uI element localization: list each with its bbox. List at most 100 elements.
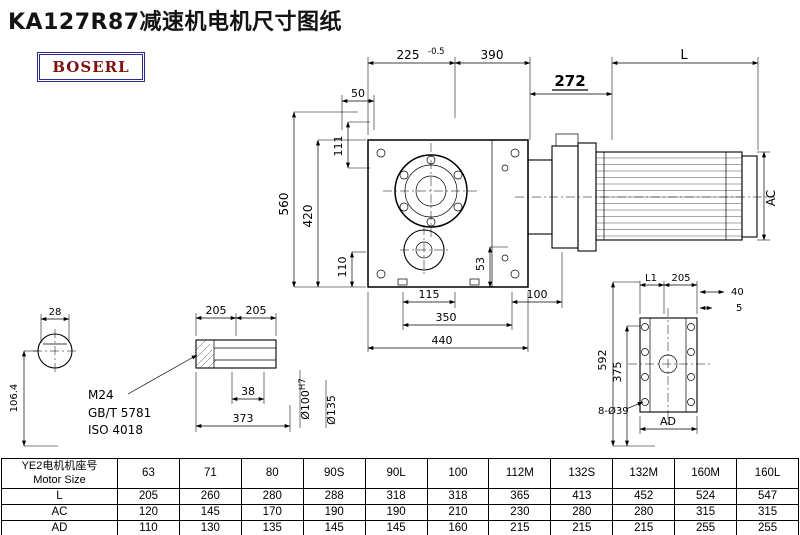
dim-8-holes-label: 8-Ø39 — [598, 405, 629, 417]
cell-AC-8: 280 — [612, 504, 676, 521]
dim-225-label: 225 — [397, 48, 420, 62]
size-col-100: 100 — [426, 458, 490, 489]
cell-L-4: 318 — [364, 488, 428, 505]
dim-AC-label: AC — [764, 190, 778, 206]
dim-373-label: 373 — [233, 412, 254, 425]
cell-L-9: 524 — [674, 488, 738, 505]
dim-40-label: 40 — [731, 287, 744, 298]
size-col-71: 71 — [178, 458, 242, 489]
dim-L-label: L — [680, 48, 688, 63]
dim-106.4-label: 106.4 — [9, 384, 20, 413]
boserl-logo: BOSERL — [37, 52, 145, 82]
dim-outer-dia-label: Ø135 — [325, 395, 338, 425]
cell-AD-9: 255 — [674, 520, 738, 535]
dim-375-label: 375 — [611, 362, 624, 383]
dim-100-label: 100 — [527, 288, 548, 301]
flange-plate — [639, 317, 698, 413]
cell-L-8: 452 — [612, 488, 676, 505]
page-title: KA127R87减速机电机尺寸图纸 — [8, 10, 343, 35]
cell-AD-10: 255 — [736, 520, 799, 535]
cell-L-0: 205 — [117, 488, 180, 505]
motor-body — [595, 151, 743, 241]
dim-L1-label: L1 — [645, 273, 657, 284]
technical-drawing: 225 -0.5 390 L 272 50 111 560 420 — [9, 47, 778, 447]
size-col-160l: 160L — [736, 458, 799, 489]
bore-fit-value: H7 — [298, 378, 308, 390]
table-row-AD: AD 110 130 135 145 145 160 215 215 215 2… — [1, 520, 799, 535]
dim-592-label: 592 — [596, 350, 609, 371]
dim-28-label: 28 — [49, 307, 62, 318]
row-label-AD: AD — [1, 520, 118, 535]
dim-560-label: 560 — [277, 193, 291, 216]
dim-350-label: 350 — [436, 311, 457, 324]
size-col-132m: 132M — [612, 458, 676, 489]
dim-205c-label: 205 — [671, 273, 690, 284]
fan-cowl — [741, 155, 758, 238]
dim-225-tolerance-label: -0.5 — [428, 47, 445, 57]
left-dimensions: 560 420 110 — [277, 111, 366, 288]
gearbox-front-view — [367, 139, 529, 288]
table-header-row: YE2电机机座号 Motor Size 63 71 80 90S 90L 100… — [1, 458, 799, 489]
cell-L-10: 547 — [736, 488, 799, 505]
table-row-L: L 205 260 280 288 318 318 365 413 452 52… — [1, 488, 799, 505]
cell-AC-7: 280 — [550, 504, 614, 521]
cell-AC-4: 190 — [364, 504, 428, 521]
size-col-132s: 132S — [550, 458, 614, 489]
dim-390-label: 390 — [481, 48, 504, 62]
dim-205a-label: 205 — [206, 304, 227, 317]
cell-AD-6: 215 — [488, 520, 552, 535]
cell-L-1: 260 — [178, 488, 242, 505]
cell-AD-8: 215 — [612, 520, 676, 535]
size-col-90l: 90L — [364, 458, 428, 489]
cell-AD-4: 145 — [364, 520, 428, 535]
dim-205b-label: 205 — [246, 304, 267, 317]
size-col-160m: 160M — [674, 458, 738, 489]
header-motor-size: YE2电机机座号 Motor Size — [1, 458, 118, 489]
lifting-lug — [555, 133, 579, 147]
cell-L-6: 365 — [488, 488, 552, 505]
cell-AC-10: 315 — [736, 504, 799, 521]
size-col-112m: 112M — [488, 458, 552, 489]
cell-AC-1: 145 — [178, 504, 242, 521]
size-col-90s: 90S — [302, 458, 366, 489]
dim-AD-label: AD — [660, 415, 676, 428]
cell-AC-5: 210 — [426, 504, 490, 521]
dim-bore-dia-label: Ø100H7 — [298, 378, 312, 419]
dim-50-label: 50 — [351, 87, 365, 100]
dim-111-label: 111 — [332, 136, 345, 157]
motor-size-table: YE2电机机座号 Motor Size 63 71 80 90S 90L 100… — [1, 458, 799, 535]
dim-5-label: 5 — [736, 303, 742, 314]
standard-gb5781-label: GB/T 5781 — [88, 406, 151, 420]
cell-AC-9: 315 — [674, 504, 738, 521]
top-dimensions: 225 -0.5 390 L 272 50 111 — [332, 47, 759, 169]
bottom-dimensions: 115 100 350 440 53 — [367, 246, 563, 352]
dim-440-label: 440 — [432, 334, 453, 347]
row-label-L: L — [1, 488, 118, 505]
cell-AC-6: 230 — [488, 504, 552, 521]
hollow-shaft-detail: 205 205 38 373 M24 GB/T 5781 ISO 4018 Ø1… — [88, 304, 338, 437]
table-row-AC: AC 120 145 170 190 190 210 230 280 280 3… — [1, 504, 799, 521]
flange-side-view: L1 205 40 5 592 375 AD 8-Ø39 — [596, 273, 744, 447]
shaft-body — [195, 339, 277, 369]
cell-AC-3: 190 — [302, 504, 366, 521]
dim-420-label: 420 — [301, 205, 315, 228]
dim-272-label: 272 — [554, 72, 585, 90]
cell-AC-2: 170 — [240, 504, 304, 521]
cell-AD-5: 160 — [426, 520, 490, 535]
standard-iso4018-label: ISO 4018 — [88, 423, 143, 437]
cell-L-7: 413 — [550, 488, 614, 505]
thread-M24-label: M24 — [88, 388, 114, 402]
cell-AD-1: 130 — [178, 520, 242, 535]
cell-AC-0: 120 — [117, 504, 180, 521]
bore-dia-value: Ø100 — [299, 390, 312, 420]
dim-110-label: 110 — [336, 257, 349, 278]
row-label-AC: AC — [1, 504, 118, 521]
gearbox-body — [367, 139, 529, 288]
header-motor-size-cn: YE2电机机座号 — [21, 459, 98, 472]
cell-AD-3: 145 — [302, 520, 366, 535]
dim-115-label: 115 — [419, 288, 440, 301]
header-motor-size-en: Motor Size — [33, 473, 86, 486]
cell-L-5: 318 — [426, 488, 490, 505]
motor-view — [515, 133, 775, 252]
